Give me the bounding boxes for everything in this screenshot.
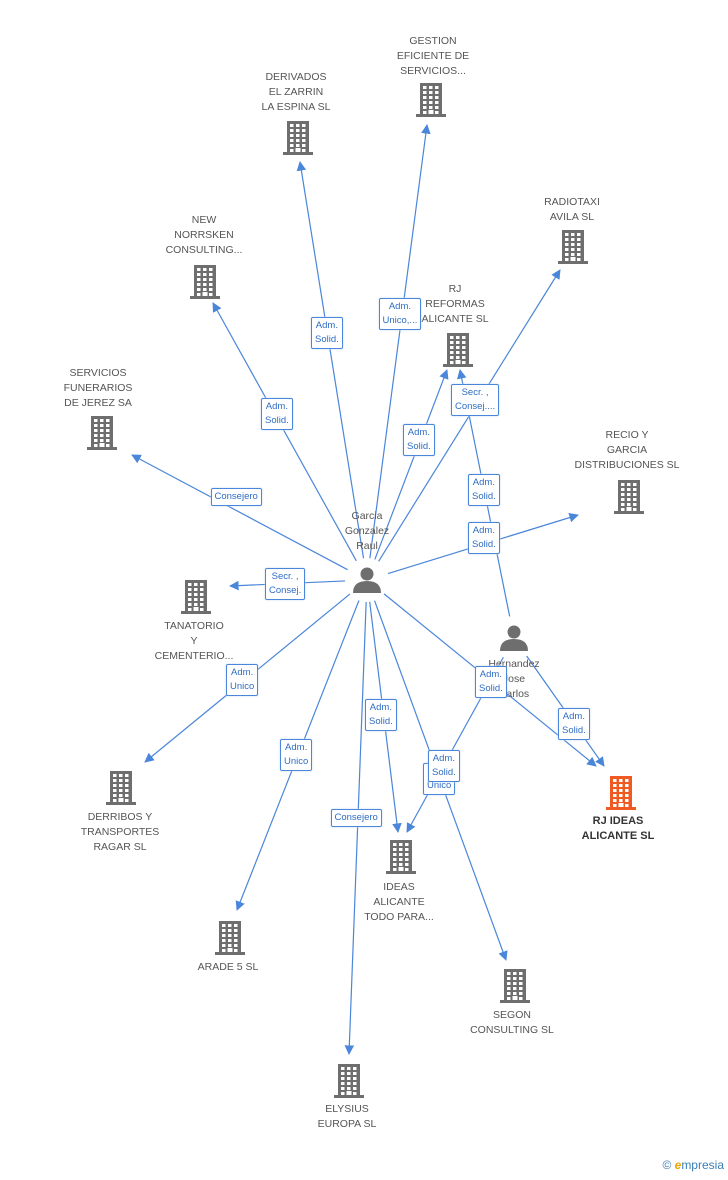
edge-garcia-derivados bbox=[296, 161, 365, 559]
node-label-rjreformas[interactable]: RJ REFORMAS ALICANTE SL bbox=[421, 283, 489, 325]
node-label-garcia[interactable]: Garcia Gonzalez Raul bbox=[344, 510, 390, 552]
edge-label-garcia-rjreformas[interactable]: Adm. Solid. bbox=[403, 424, 435, 456]
node-label-tanatorio[interactable]: TANATORIO Y CEMENTERIO... bbox=[154, 620, 234, 662]
node-label-rjideas[interactable]: RJ IDEAS ALICANTE SL bbox=[581, 815, 655, 842]
node-label-recio[interactable]: RECIO Y GARCIA DISTRIBUCIONES SL bbox=[574, 429, 680, 471]
edge-label-garcia-recio[interactable]: Adm. Solid. bbox=[468, 522, 500, 554]
node-label-derribos[interactable]: DERRIBOS Y TRANSPORTES RAGAR SL bbox=[80, 811, 160, 853]
edge-label-garcia-ideas[interactable]: Adm. Solid. bbox=[365, 699, 397, 731]
edge-label-garcia-derribos[interactable]: Adm. Unico bbox=[226, 664, 259, 696]
edge-label-garcia-tanatorio[interactable]: Secr. , Consej. bbox=[265, 568, 306, 600]
edge-garcia-gestion bbox=[369, 124, 431, 559]
edge-garcia-rjreformas bbox=[374, 369, 449, 560]
building-icon[interactable] bbox=[386, 840, 416, 874]
node-label-ideas[interactable]: IDEAS ALICANTE TODO PARA... bbox=[364, 881, 434, 923]
building-icon[interactable] bbox=[190, 265, 220, 299]
node-label-derivados[interactable]: DERIVADOS EL ZARRIN LA ESPINA SL bbox=[261, 71, 331, 113]
edge-label-hernandez-ideas[interactable]: Adm. Solid. bbox=[428, 750, 460, 782]
edge-label-garcia-rjideas[interactable]: Adm. Solid. bbox=[475, 666, 507, 698]
building-icon[interactable] bbox=[614, 480, 644, 514]
building-icon[interactable] bbox=[558, 230, 588, 264]
edge-label-garcia-radiotaxi[interactable]: Secr. , Consej.... bbox=[451, 384, 500, 416]
building-icon[interactable] bbox=[334, 1064, 364, 1098]
edge-label-garcia-funerarios[interactable]: Consejero bbox=[210, 488, 262, 506]
building-icon[interactable] bbox=[283, 121, 313, 155]
empresia-logo-initial: e bbox=[674, 1158, 682, 1172]
person-icon[interactable] bbox=[500, 625, 528, 652]
building-icon[interactable] bbox=[181, 580, 211, 614]
edge-label-hernandez-rjideas[interactable]: Adm. Solid. bbox=[558, 708, 590, 740]
building-icon[interactable] bbox=[500, 969, 530, 1003]
person-icon[interactable] bbox=[353, 567, 381, 594]
edge-garcia-norrsken bbox=[212, 302, 357, 562]
building-icon[interactable] bbox=[606, 776, 636, 810]
edge-garcia-funerarios bbox=[131, 454, 348, 571]
building-icon[interactable] bbox=[87, 416, 117, 450]
edge-label-garcia-elysius[interactable]: Consejero bbox=[330, 809, 382, 827]
edge-label-hernandez-rjreformas[interactable]: Adm. Solid. bbox=[468, 474, 500, 506]
copyright-symbol: © bbox=[662, 1158, 672, 1172]
building-icon[interactable] bbox=[215, 921, 245, 955]
building-icon[interactable] bbox=[416, 83, 446, 117]
node-label-radiotaxi[interactable]: RADIOTAXI AVILA SL bbox=[544, 196, 600, 223]
edge-label-garcia-gestion[interactable]: Adm. Unico,... bbox=[378, 298, 422, 330]
node-label-segon[interactable]: SEGON CONSULTING SL bbox=[470, 1009, 554, 1036]
edge-garcia-elysius bbox=[344, 601, 367, 1055]
edge-label-garcia-norrsken[interactable]: Adm. Solid. bbox=[261, 398, 293, 430]
node-label-arade[interactable]: ARADE 5 SL bbox=[197, 961, 259, 973]
edge-label-garcia-arade[interactable]: Adm. Unico bbox=[280, 739, 313, 771]
node-label-norrsken[interactable]: NEW NORRSKEN CONSULTING... bbox=[165, 214, 243, 256]
empresia-logo-text: mpresia bbox=[681, 1158, 724, 1172]
node-label-elysius[interactable]: ELYSIUS EUROPA SL bbox=[317, 1103, 377, 1130]
node-label-gestion[interactable]: GESTION EFICIENTE DE SERVICIOS... bbox=[396, 35, 470, 77]
edge-label-garcia-derivados[interactable]: Adm. Solid. bbox=[311, 317, 343, 349]
node-label-hernandez[interactable]: Hernandez Jose Carlos bbox=[488, 658, 540, 700]
building-icon[interactable] bbox=[106, 771, 136, 805]
building-icon[interactable] bbox=[443, 333, 473, 367]
empresia-credit[interactable]: © empresia bbox=[662, 1158, 724, 1172]
node-label-funerarios[interactable]: SERVICIOS FUNERARIOS DE JEREZ SA bbox=[63, 367, 133, 409]
